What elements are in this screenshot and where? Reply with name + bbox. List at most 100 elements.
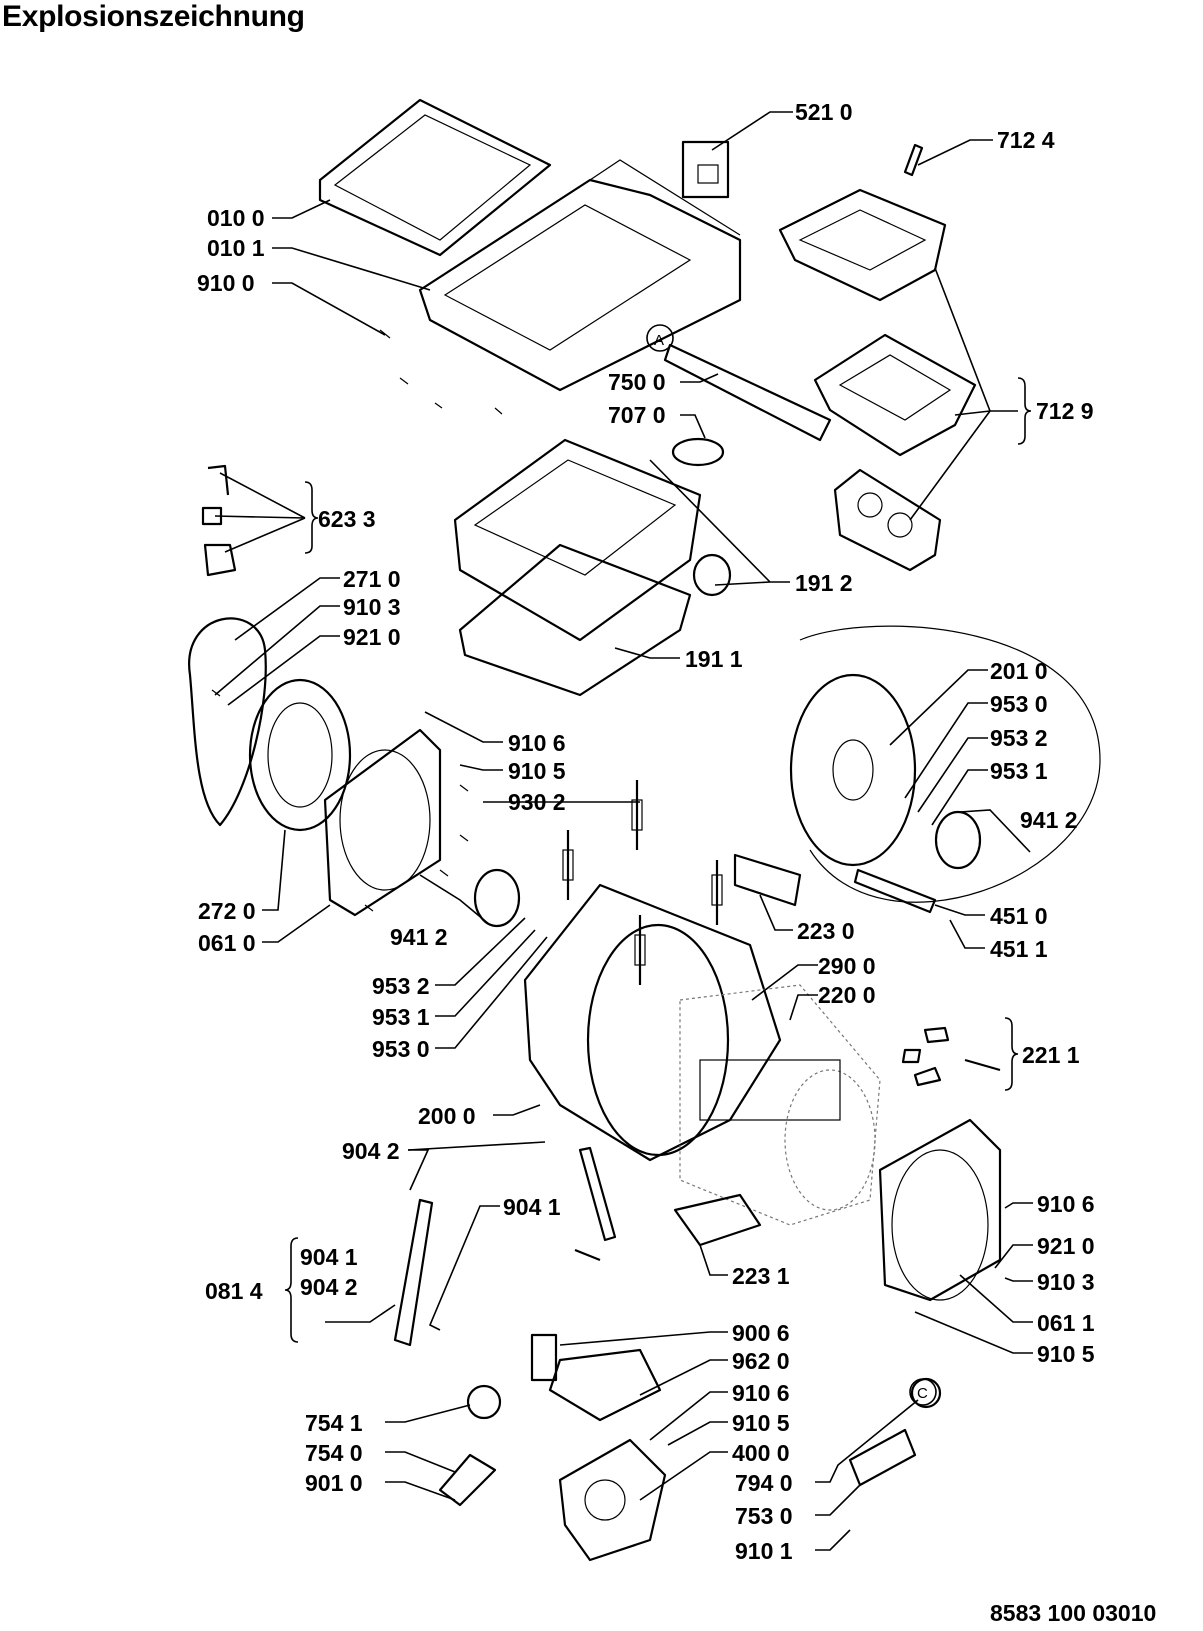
part-label: 451 0 xyxy=(990,903,1048,929)
part-label-group: 521 0 712 4 010 0 010 1 910 0 750 0 707 … xyxy=(197,99,1095,1564)
part-label: 953 2 xyxy=(990,725,1048,751)
control-panel-plate xyxy=(681,140,730,199)
heater xyxy=(853,868,937,914)
part-label: 400 0 xyxy=(732,1440,790,1466)
drawer-top xyxy=(778,188,947,302)
part-label: 271 0 xyxy=(343,566,401,592)
page-title: Explosionszeichnung xyxy=(2,0,305,33)
drive-belt xyxy=(188,617,267,827)
part-label: 010 1 xyxy=(207,235,265,261)
part-label: 753 0 xyxy=(735,1503,793,1529)
part-label: 930 2 xyxy=(508,789,566,815)
drawer-front xyxy=(833,468,942,572)
shock-absorber-left xyxy=(393,1198,434,1347)
tub-ring-top xyxy=(453,438,702,642)
part-label: 910 5 xyxy=(508,758,566,784)
sensor xyxy=(848,1428,917,1487)
part-label: 921 0 xyxy=(343,624,401,650)
part-label: 221 1 xyxy=(1022,1042,1080,1068)
part-label: 707 0 xyxy=(608,402,666,428)
part-label: 061 1 xyxy=(1037,1310,1095,1336)
part-label: 910 0 xyxy=(197,270,255,296)
part-drawings xyxy=(188,98,1101,1562)
part-label: 910 3 xyxy=(343,594,401,620)
part-label: 910 6 xyxy=(732,1380,790,1406)
part-label: 910 3 xyxy=(1037,1269,1095,1295)
part-label: 191 2 xyxy=(795,570,853,596)
switch-parts xyxy=(207,464,230,496)
part-label: 904 1 xyxy=(300,1244,358,1270)
rear-tub-flange xyxy=(789,673,917,867)
part-label: 953 1 xyxy=(372,1004,430,1030)
bearing-right xyxy=(934,810,982,870)
drain-pump xyxy=(558,1438,667,1562)
part-label: 910 5 xyxy=(1037,1341,1095,1367)
bearing-left xyxy=(473,868,521,928)
part-label: 794 0 xyxy=(735,1470,793,1496)
part-label: 220 0 xyxy=(818,982,876,1008)
counterweight-bottom xyxy=(673,1193,762,1247)
part-label: 941 2 xyxy=(390,924,448,950)
part-label: 910 1 xyxy=(735,1538,793,1564)
part-label: 272 0 xyxy=(198,898,256,924)
rail-bracket xyxy=(663,343,832,442)
callout-letter-c: C xyxy=(917,1385,928,1402)
rod-part xyxy=(903,143,924,177)
part-label: 623 3 xyxy=(318,506,376,532)
side-panel-left xyxy=(323,728,442,917)
drawer-middle xyxy=(813,333,977,457)
part-label: 901 0 xyxy=(305,1470,363,1496)
drum xyxy=(679,984,881,1226)
part-label: 750 0 xyxy=(608,369,666,395)
shock-absorber-right xyxy=(578,1146,617,1242)
bottom-plate xyxy=(548,1348,662,1422)
part-label: 953 1 xyxy=(990,758,1048,784)
part-label: 941 2 xyxy=(1020,807,1078,833)
part-label: 921 0 xyxy=(1037,1233,1095,1259)
part-label: 201 0 xyxy=(990,658,1048,684)
part-label: 521 0 xyxy=(795,99,853,125)
leader-lines xyxy=(214,111,1033,1551)
counterweight-top xyxy=(733,853,802,907)
group-brackets xyxy=(284,377,1032,1343)
part-label: 904 2 xyxy=(342,1138,400,1164)
part-label: 010 0 xyxy=(207,205,265,231)
part-label: 290 0 xyxy=(818,953,876,979)
part-label: 962 0 xyxy=(732,1348,790,1374)
part-label: 910 6 xyxy=(1037,1191,1095,1217)
part-label: 953 2 xyxy=(372,973,430,999)
part-label: 191 1 xyxy=(685,646,743,672)
part-label: 910 6 xyxy=(508,730,566,756)
callout-markers: A C xyxy=(646,324,937,1406)
part-label: 900 6 xyxy=(732,1320,790,1346)
part-label: 953 0 xyxy=(372,1036,430,1062)
part-label: 081 4 xyxy=(205,1278,263,1304)
part-label: 712 9 xyxy=(1036,398,1094,424)
filter-cap xyxy=(530,1333,558,1382)
part-label: 754 0 xyxy=(305,1440,363,1466)
top-frame xyxy=(418,178,742,392)
part-label: 754 1 xyxy=(305,1410,363,1436)
valve-part xyxy=(671,437,725,467)
hose-ring xyxy=(466,1384,502,1420)
part-label: 910 5 xyxy=(732,1410,790,1436)
side-panel-right xyxy=(878,1118,1002,1302)
clips xyxy=(923,1026,950,1044)
document-number: 8583 100 03010 xyxy=(990,1600,1157,1626)
pin xyxy=(574,1248,601,1262)
gasket xyxy=(458,543,692,697)
part-label: 451 1 xyxy=(990,936,1048,962)
top-lid-frame xyxy=(318,98,552,257)
part-label: 061 0 xyxy=(198,930,256,956)
part-label: 200 0 xyxy=(418,1103,476,1129)
pulley xyxy=(248,678,352,832)
part-label: 953 0 xyxy=(990,691,1048,717)
part-label: 904 1 xyxy=(503,1194,561,1220)
part-label: 223 0 xyxy=(797,918,855,944)
part-label: 223 1 xyxy=(732,1263,790,1289)
part-label: 904 2 xyxy=(300,1274,358,1300)
part-label: 712 4 xyxy=(997,127,1055,153)
callout-letter-a: A xyxy=(654,332,664,349)
